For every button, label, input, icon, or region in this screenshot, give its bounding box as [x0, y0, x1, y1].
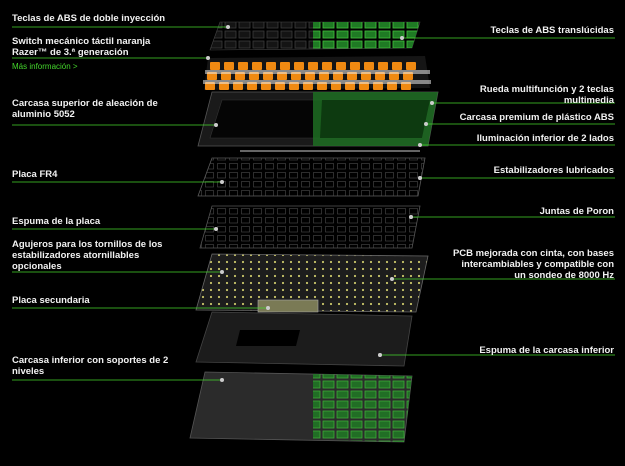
- label-plate-foam: Espuma de la placa: [12, 216, 101, 227]
- left-leader-lines: [12, 26, 268, 381]
- daughterboard-layer: [257, 299, 319, 313]
- top-case-layer: [197, 91, 439, 147]
- label-bottom-case-foam: Espuma de la carcasa inferior: [479, 345, 614, 356]
- label-pcb-line2: intercambiables y compatible con: [461, 259, 614, 270]
- more-info-link[interactable]: Más información >: [12, 62, 78, 71]
- label-multifunction-roller-line2: multimedia: [563, 95, 614, 106]
- switches-layer: [203, 56, 431, 90]
- left-leader-dots: [206, 25, 270, 382]
- plate-foam-layer: [199, 205, 421, 249]
- label-translucent-abs-keycaps: Teclas de ABS translúcidas: [490, 25, 614, 36]
- right-leader-dots: [378, 36, 434, 357]
- label-stabilizer-screw-holes-line1: Agujeros para los tornillos de los: [12, 239, 163, 250]
- bottom-foam-layer: [195, 311, 413, 367]
- label-orange-tactile-switch-line1: Switch mecánico táctil naranja: [12, 36, 151, 47]
- bottom-case-layer: [189, 371, 413, 443]
- right-leader-lines: [380, 37, 615, 356]
- keycaps-layer: [209, 21, 421, 51]
- label-double-shot-abs-keycaps: Teclas de ABS de doble inyección: [12, 13, 166, 24]
- fr4-plate-layer: [197, 157, 426, 197]
- label-poron-gaskets: Juntas de Poron: [539, 206, 614, 217]
- label-orange-tactile-switch-line2: Razer™ de 3.ª generación: [12, 47, 129, 58]
- label-lubed-stabilizers: Estabilizadores lubricados: [493, 165, 614, 176]
- label-daughterboard: Placa secundaria: [12, 295, 90, 306]
- label-multifunction-roller-line1: Rueda multifunción y 2 teclas: [479, 84, 614, 95]
- label-two-side-underglow: Iluminación inferior de 2 lados: [476, 133, 614, 144]
- label-aluminum-top-case-line2: aluminio 5052: [12, 109, 75, 120]
- label-premium-abs-case: Carcasa premium de plástico ABS: [459, 112, 614, 123]
- label-bottom-case-feet-line1: Carcasa inferior con soportes de 2: [12, 355, 169, 366]
- label-aluminum-top-case-line1: Carcasa superior de aleación de: [12, 98, 158, 109]
- label-stabilizer-screw-holes-line2: estabilizadores atornillables: [12, 250, 140, 261]
- label-bottom-case-feet-line2: niveles: [12, 366, 45, 377]
- label-fr4-plate: Placa FR4: [12, 169, 58, 180]
- label-stabilizer-screw-holes-line3: opcionales: [12, 261, 62, 272]
- label-pcb-line3: un sondeo de 8000 Hz: [514, 270, 614, 281]
- pcb-layer: [195, 253, 429, 313]
- label-pcb-line1: PCB mejorada con cinta, con bases: [452, 248, 614, 259]
